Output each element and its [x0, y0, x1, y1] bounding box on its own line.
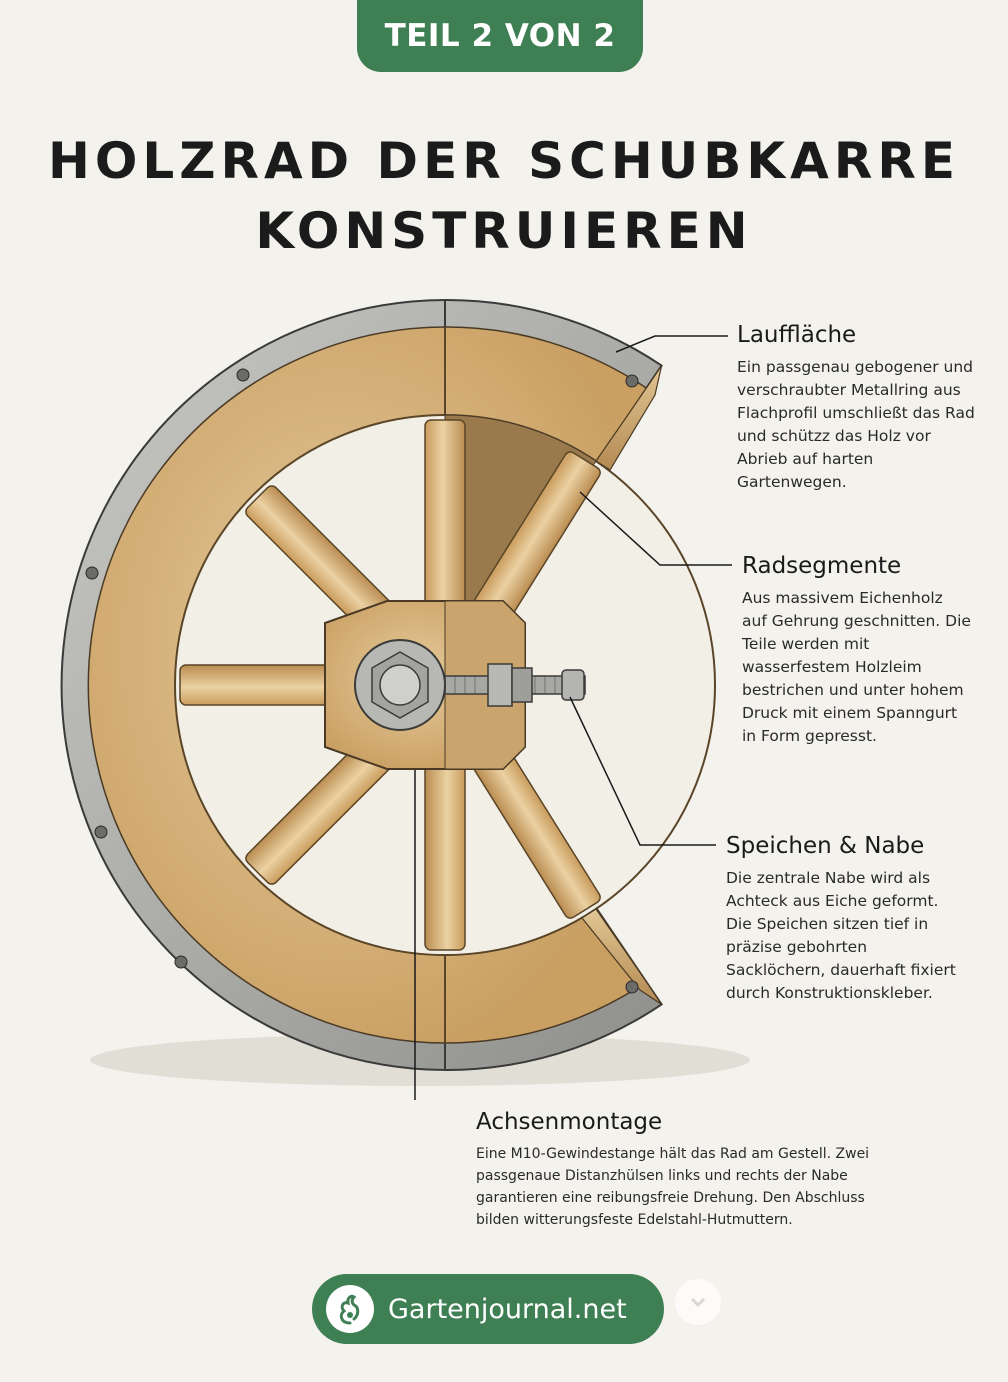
hub-bolt-end [379, 664, 421, 706]
leader-line-lauffläche [615, 335, 728, 353]
brand-name: Gartenjournal.net [388, 1293, 627, 1325]
leader-line-speichen [569, 696, 716, 846]
callout-radsegmente: Radsegmente Aus massivem Eichenholz auf … [742, 553, 972, 748]
part-badge: TEIL 2 VON 2 [357, 0, 643, 72]
callout-text: Aus massivem Eichenholz auf Gehrung gesc… [742, 589, 971, 745]
callout-heading: Achsenmontage [476, 1109, 663, 1135]
leader-line-radsegmente [579, 491, 732, 566]
callout-text: Ein passgenau gebogener und verschraubte… [737, 358, 975, 491]
callout-heading: Speichen & Nabe [726, 833, 925, 859]
cap-nut [561, 669, 585, 701]
hex-nut [511, 667, 533, 703]
callout-lauffläche: Lauffläche Ein passgenau gebogener und v… [737, 322, 977, 494]
callout-text: Die zentrale Nabe wird als Achteck aus E… [726, 869, 956, 1002]
brand-pill[interactable]: Gartenjournal.net [312, 1274, 664, 1344]
spacer-sleeve [487, 663, 513, 707]
page-title-line-1: HOLZRAD DER SCHUBKARRE [47, 132, 960, 190]
wheel-illustration [60, 298, 750, 1100]
cut-edge-bottom [581, 908, 663, 1005]
callout-heading: Lauffläche [737, 322, 857, 348]
sprout-logo-icon [326, 1285, 374, 1333]
callout-heading: Radsegmente [742, 553, 902, 579]
cut-edge-top [595, 365, 663, 471]
scroll-down-icon[interactable] [675, 1279, 721, 1325]
tire-bolts [85, 368, 639, 994]
leader-line-achse [414, 770, 416, 1100]
callout-speichen-nabe: Speichen & Nabe Die zentrale Nabe wird a… [726, 833, 966, 1005]
callout-achsenmontage: Achsenmontage Eine M10-Gewindestange häl… [476, 1109, 896, 1231]
page-title-line-2: KONSTRUIEREN [255, 202, 753, 260]
callout-text: Eine M10-Gewindestange hält das Rad am G… [476, 1146, 870, 1228]
